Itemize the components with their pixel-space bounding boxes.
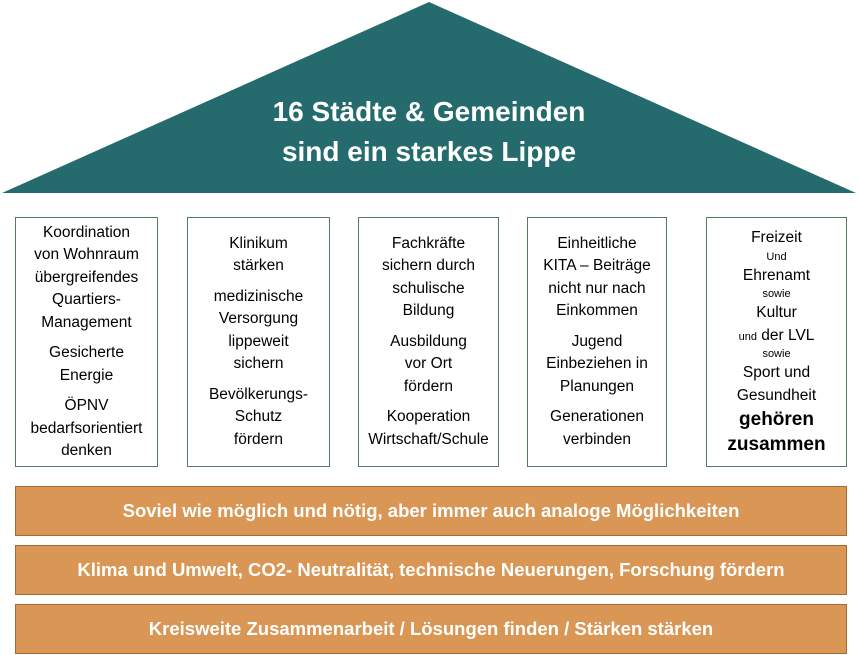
pillar-text-small: sowie xyxy=(762,348,791,360)
pillar-text: Klinikum xyxy=(229,234,288,252)
pillar-text: Schutz xyxy=(234,408,283,426)
pillar-text-mixed: und der LVL xyxy=(739,325,815,348)
pillar-text: Freizeit xyxy=(751,229,802,246)
pillar-text-small: sowie xyxy=(762,288,791,300)
pillar-text: Management xyxy=(41,313,132,331)
pillar-text: fördern xyxy=(233,430,284,448)
roof-title: 16 Städte & Gemeinden sind ein starkes L… xyxy=(0,92,858,172)
pillar-text: ÖPNV xyxy=(64,397,109,414)
pillar-text: denken xyxy=(61,442,112,459)
pillar-text: Energie xyxy=(59,366,114,384)
pillar-text: Einbeziehen in xyxy=(546,355,648,373)
pillar-text: Gesundheit xyxy=(736,386,817,404)
pillar-text-bold: gehören xyxy=(739,409,814,430)
pillar-text: Versorgung xyxy=(218,310,299,328)
pillar-text: bedarfsorientiert xyxy=(30,419,143,437)
pillar-text: sichern xyxy=(233,355,284,373)
pillar-1-group-1: Koordination von Wohnraum übergreifendes… xyxy=(34,222,139,335)
pillar-3-group-3: Kooperation Wirtschaft/Schule xyxy=(368,406,489,451)
pillar-text: Ehrenamt xyxy=(742,266,811,284)
pillar-2-group-1: Klinikum stärken xyxy=(229,233,288,278)
roof-title-line-1: 16 Städte & Gemeinden xyxy=(272,96,586,127)
pillar-text: Bevölkerungs- xyxy=(208,385,309,403)
roof-title-line-2: sind ein starkes Lippe xyxy=(281,136,577,167)
pillar-text: Generationen xyxy=(550,408,644,426)
foundation-bar-climate: Klima und Umwelt, CO2- Neutralität, tech… xyxy=(15,545,847,595)
pillar-text: übergreifendes xyxy=(34,268,139,286)
pillar-text: Kultur xyxy=(756,304,797,321)
pillar-text: Jugend xyxy=(571,332,623,350)
pillar-text: sichern durch xyxy=(381,257,476,275)
pillar-text-bold: zusammen xyxy=(727,434,826,455)
pillar-4-group-3: Generationen verbinden xyxy=(550,406,644,451)
pillar-3-group-2: Ausbildung vor Ort fördern xyxy=(390,331,467,399)
pillar-text-small: Und xyxy=(766,250,787,263)
pillar-4-group-2: Jugend Einbeziehen in Planungen xyxy=(546,331,648,399)
pillar-text: Gesicherte xyxy=(49,344,124,361)
roof-triangle xyxy=(2,2,856,193)
pillar-text: Sport und xyxy=(742,364,811,381)
roof: 16 Städte & Gemeinden sind ein starkes L… xyxy=(0,0,858,196)
pillar-text: der LVL xyxy=(761,326,815,344)
pillar-text-small: und xyxy=(738,330,757,343)
pillar-health: Klinikum stärken medizinische Versorgung… xyxy=(187,217,330,467)
pillar-housing-energy-transport: Koordination von Wohnraum übergreifendes… xyxy=(15,217,158,467)
pillar-text: von Wohnraum xyxy=(34,246,139,263)
pillar-text: KITA – Beiträge xyxy=(543,257,651,275)
pillar-text: Fachkräfte xyxy=(391,234,466,252)
pillar-text: Quartiers- xyxy=(52,291,121,308)
pillar-text: medizinische xyxy=(213,287,304,305)
pillar-leisure-culture: Freizeit Und Ehrenamt sowie Kultur und d… xyxy=(706,217,847,467)
pillar-text: nicht nur nach xyxy=(548,279,646,297)
pillar-text: Koordination xyxy=(42,223,131,241)
pillar-3-group-1: Fachkräfte sichern durch schulische Bild… xyxy=(382,233,475,323)
pillar-text: lippeweit xyxy=(228,332,289,350)
pillar-text: vor Ort xyxy=(404,355,453,373)
pillar-text: Kooperation xyxy=(386,408,471,426)
pillar-text: schulische xyxy=(392,279,465,297)
pillar-text: Einkommen xyxy=(556,302,638,320)
pillar-text: fördern xyxy=(403,377,454,395)
pillar-text: stärken xyxy=(233,257,284,275)
foundation-bar-cooperation: Kreisweite Zusammenarbeit / Lösungen fin… xyxy=(15,604,847,654)
pillar-1-group-3: ÖPNV bedarfsorientiert denken xyxy=(30,395,142,463)
pillar-2-group-3: Bevölkerungs- Schutz fördern xyxy=(209,384,308,452)
pillar-text: Ausbildung xyxy=(390,332,467,350)
pillar-text: Wirtschaft/Schule xyxy=(368,430,489,448)
pillar-2-group-2: medizinische Versorgung lippeweit sicher… xyxy=(214,286,304,376)
pillar-youth-family: Einheitliche KITA – Beiträge nicht nur n… xyxy=(527,217,667,467)
pillar-text: Einheitliche xyxy=(557,234,637,252)
pillar-text: Bildung xyxy=(402,302,455,320)
pillar-1-group-2: Gesicherte Energie xyxy=(49,342,124,387)
pillar-text: verbinden xyxy=(562,430,632,448)
pillar-4-group-1: Einheitliche KITA – Beiträge nicht nur n… xyxy=(543,233,650,323)
foundation-bar-analog: Soviel wie möglich und nötig, aber immer… xyxy=(15,486,847,536)
pillar-text: Planungen xyxy=(559,377,635,395)
pillar-education: Fachkräfte sichern durch schulische Bild… xyxy=(358,217,499,467)
